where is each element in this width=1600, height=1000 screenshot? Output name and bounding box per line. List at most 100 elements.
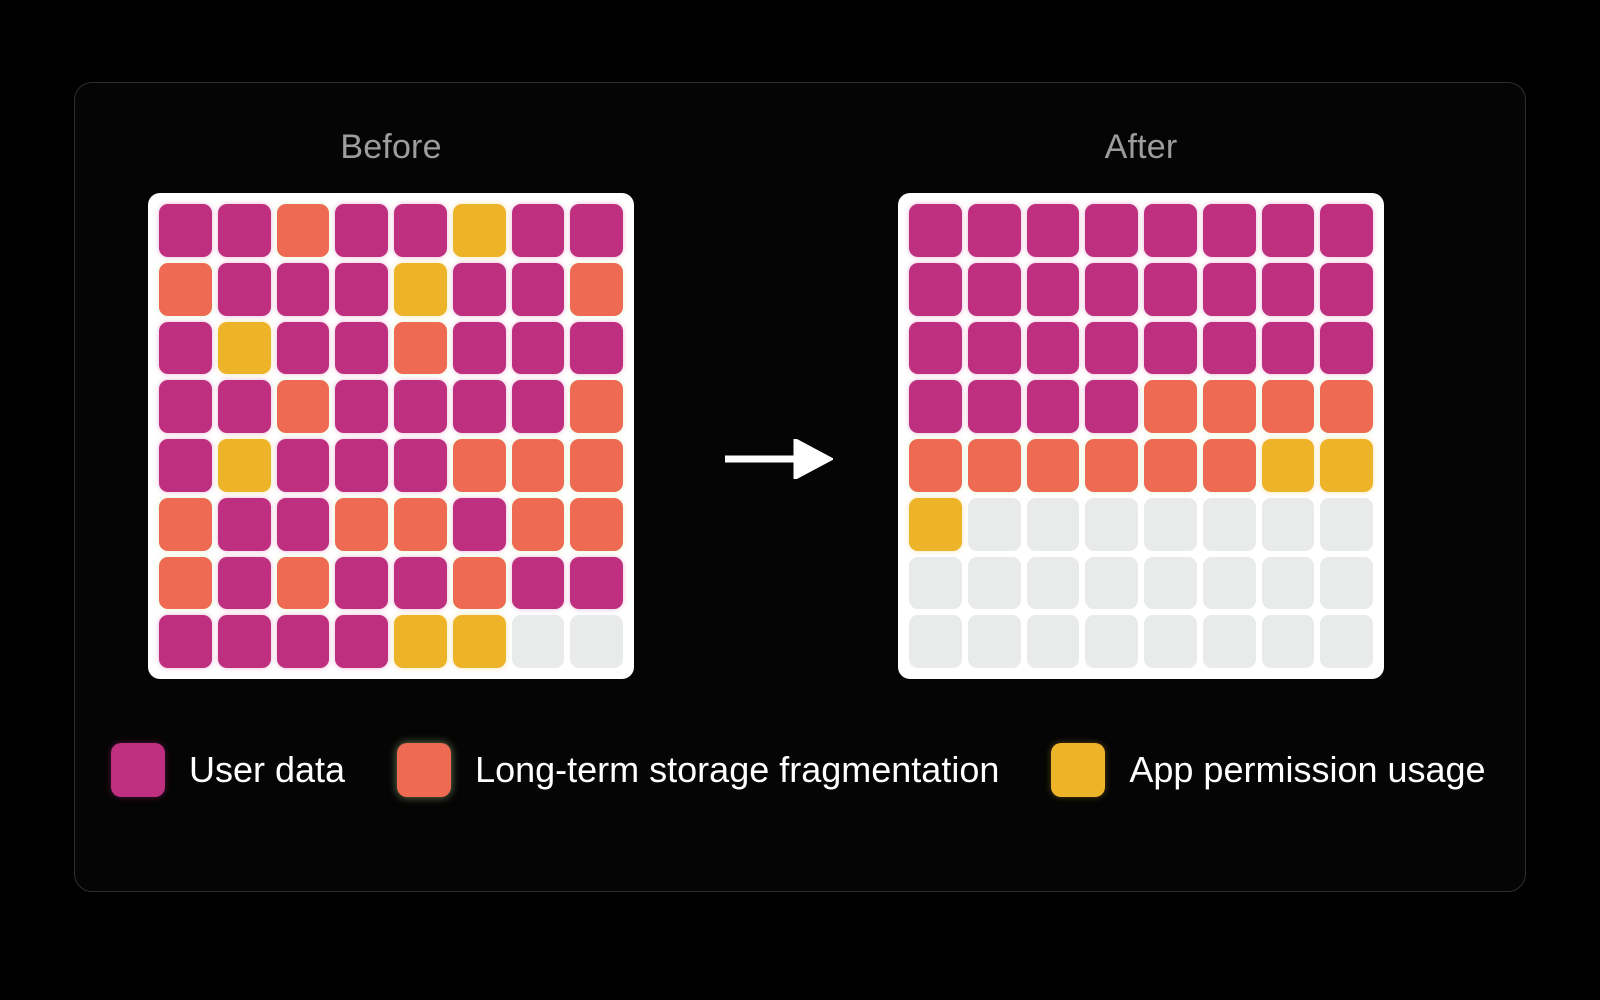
- grid-cell: [1202, 262, 1256, 316]
- panel-before: Before: [131, 127, 651, 679]
- panels-container: Before After: [75, 83, 1525, 723]
- grid-cell: [1261, 556, 1315, 610]
- grid-cell: [967, 321, 1021, 375]
- grid-cell: [570, 615, 623, 668]
- legend-label-orange: Long-term storage fragmentation: [475, 749, 1000, 790]
- grid-frame-after: [898, 193, 1384, 679]
- grid-cell: [909, 497, 962, 551]
- grid-cell: [159, 321, 212, 375]
- grid-cell: [1320, 615, 1373, 668]
- legend-item-orange: Long-term storage fragmentation: [397, 743, 999, 797]
- grid-cell: [909, 321, 962, 375]
- grid-cell: [276, 262, 330, 316]
- grid-cell: [1144, 262, 1197, 316]
- grid-cell: [276, 439, 330, 492]
- grid-cell: [1144, 204, 1197, 257]
- grid-cell: [909, 380, 962, 433]
- grid-cell: [1202, 204, 1256, 257]
- grid-cell: [1085, 262, 1138, 316]
- grid-cell: [909, 262, 962, 316]
- grid-cell: [217, 439, 271, 492]
- grid-cell: [1085, 204, 1138, 257]
- grid-cell: [217, 615, 271, 668]
- grid-cell: [335, 380, 388, 433]
- grid-cell: [1026, 615, 1080, 668]
- grid-cell: [335, 204, 388, 257]
- grid-cell: [967, 556, 1021, 610]
- grid-cell: [570, 497, 623, 551]
- grid-cell: [276, 380, 330, 433]
- grid-cell: [1202, 439, 1256, 492]
- grid-cell: [1261, 497, 1315, 551]
- grid-cell: [1144, 321, 1197, 375]
- grid-cell: [967, 204, 1021, 257]
- grid-cell: [909, 439, 962, 492]
- grid-cell: [159, 204, 212, 257]
- grid-cell: [335, 497, 388, 551]
- grid-cell: [1261, 380, 1315, 433]
- grid-cell: [1320, 204, 1373, 257]
- grid-cell: [217, 380, 271, 433]
- grid-cell: [159, 439, 212, 492]
- grid-cell: [452, 615, 506, 668]
- grid-cell: [1085, 321, 1138, 375]
- grid-cell: [217, 321, 271, 375]
- panel-title-after: After: [1104, 128, 1178, 166]
- grid-cell: [1261, 615, 1315, 668]
- grid-after: [909, 204, 1373, 668]
- grid-cell: [511, 380, 565, 433]
- grid-cell: [1144, 615, 1197, 668]
- grid-cell: [511, 497, 565, 551]
- grid-cell: [1320, 321, 1373, 375]
- grid-cell: [159, 262, 212, 316]
- grid-cell: [217, 204, 271, 257]
- grid-cell: [1026, 262, 1080, 316]
- grid-cell: [1144, 497, 1197, 551]
- grid-frame-before: [148, 193, 634, 679]
- legend-label-yellow: App permission usage: [1129, 749, 1486, 790]
- legend-item-yellow: App permission usage: [1051, 743, 1486, 797]
- grid-cell: [1026, 497, 1080, 551]
- grid-cell: [1320, 556, 1373, 610]
- grid-cell: [217, 262, 271, 316]
- grid-cell: [1202, 615, 1256, 668]
- grid-cell: [276, 204, 330, 257]
- grid-cell: [159, 556, 212, 610]
- grid-cell: [335, 439, 388, 492]
- grid-cell: [967, 380, 1021, 433]
- grid-cell: [335, 556, 388, 610]
- grid-cell: [1261, 439, 1315, 492]
- grid-cell: [394, 439, 447, 492]
- grid-cell: [909, 556, 962, 610]
- grid-cell: [1085, 497, 1138, 551]
- grid-cell: [967, 615, 1021, 668]
- grid-cell: [1202, 497, 1256, 551]
- grid-cell: [967, 262, 1021, 316]
- grid-cell: [452, 556, 506, 610]
- grid-cell: [1026, 380, 1080, 433]
- grid-cell: [276, 321, 330, 375]
- grid-cell: [452, 497, 506, 551]
- grid-before: [159, 204, 623, 668]
- grid-cell: [1202, 556, 1256, 610]
- grid-cell: [159, 615, 212, 668]
- grid-cell: [1085, 380, 1138, 433]
- grid-cell: [452, 204, 506, 257]
- grid-cell: [1261, 204, 1315, 257]
- grid-cell: [1261, 321, 1315, 375]
- grid-cell: [1261, 262, 1315, 316]
- grid-cell: [394, 321, 447, 375]
- grid-cell: [159, 497, 212, 551]
- grid-cell: [511, 262, 565, 316]
- arrow-right-icon: [723, 437, 835, 481]
- grid-cell: [909, 204, 962, 257]
- grid-cell: [511, 204, 565, 257]
- grid-cell: [570, 556, 623, 610]
- legend-swatch-orange: [397, 743, 452, 797]
- grid-cell: [1320, 497, 1373, 551]
- grid-cell: [394, 204, 447, 257]
- grid-cell: [1085, 615, 1138, 668]
- grid-cell: [511, 556, 565, 610]
- grid-cell: [1144, 439, 1197, 492]
